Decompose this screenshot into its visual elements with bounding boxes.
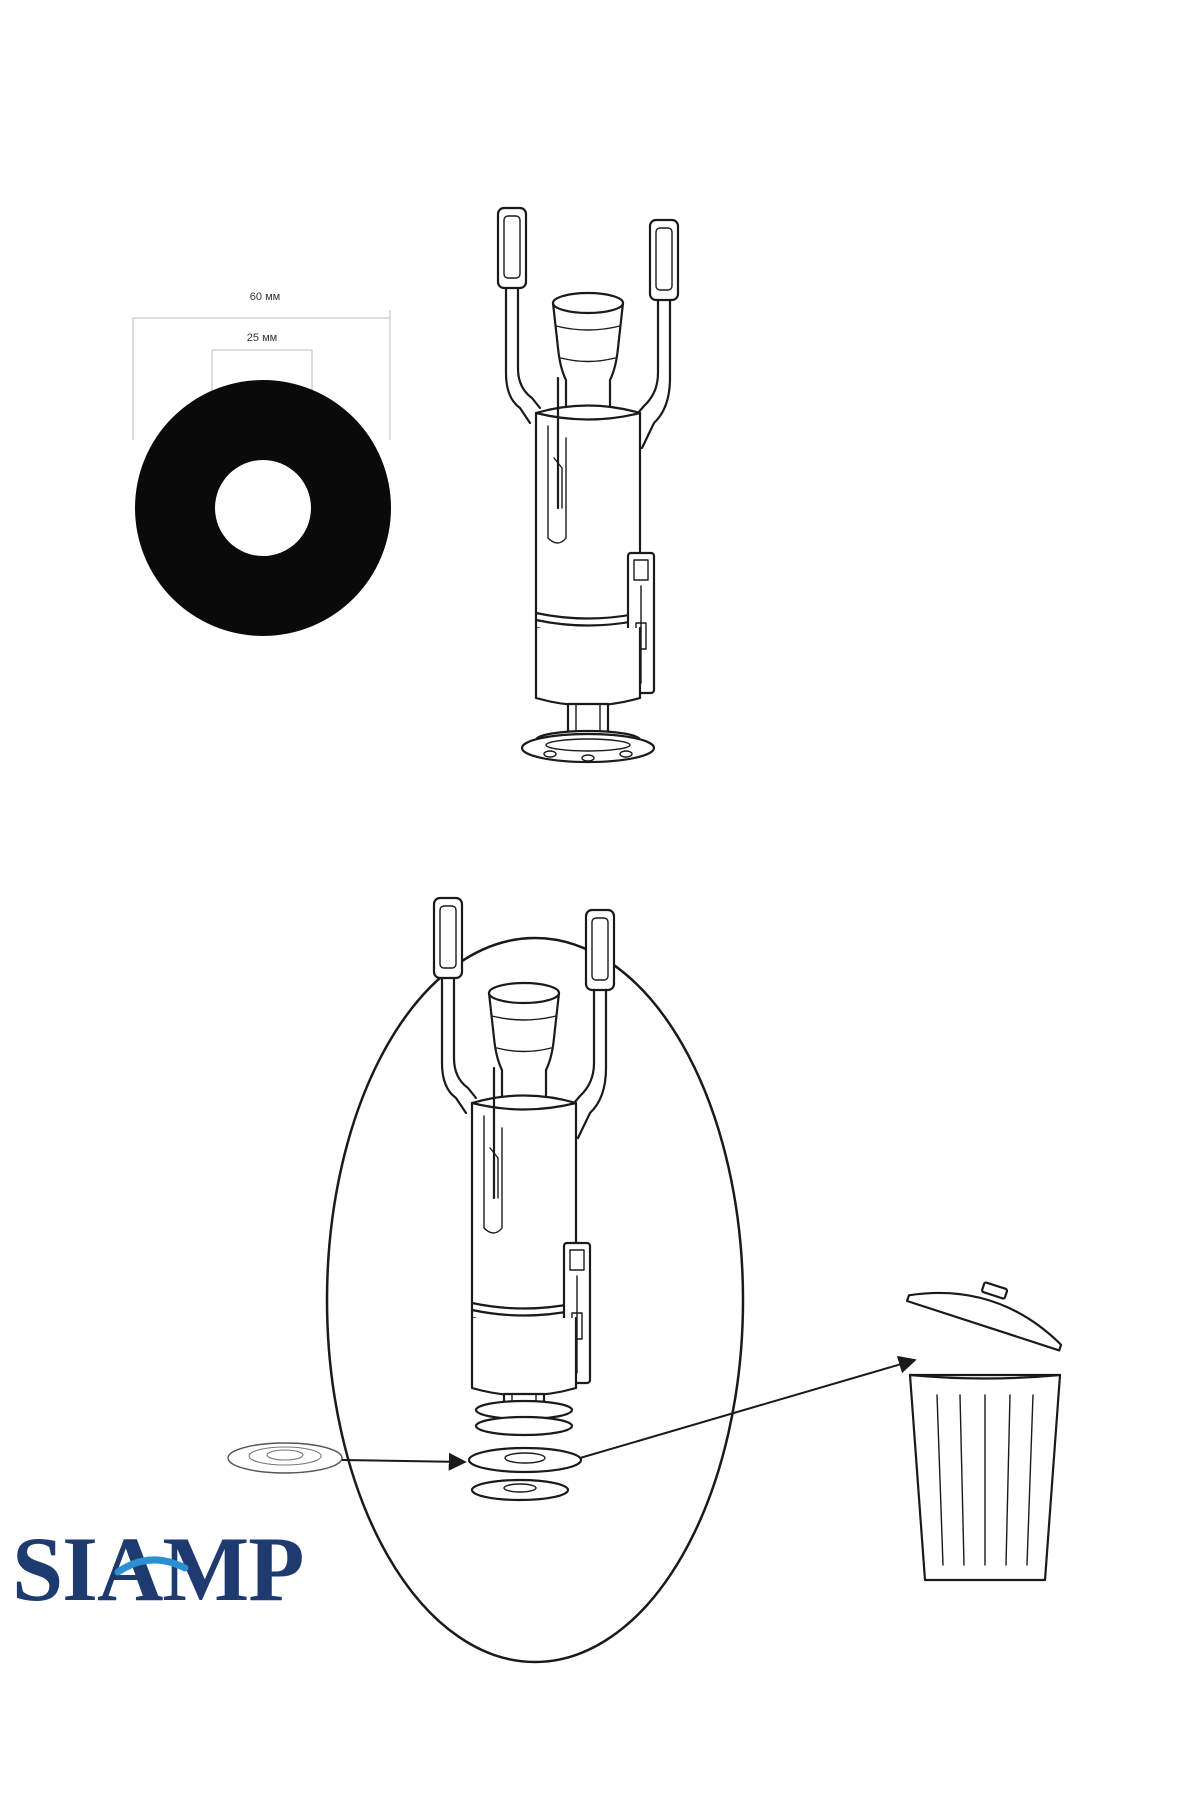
- siamp-logo: SIAMP: [12, 1518, 304, 1620]
- arrow-icon: [579, 1355, 917, 1459]
- old-seal: [467, 1446, 583, 1502]
- washer-ring: [135, 380, 391, 636]
- inner-dimension-label: 25 мм: [247, 332, 277, 344]
- washer-dimension-drawing: 60 мм 25 мм: [132, 291, 391, 636]
- arrow-icon: [341, 1452, 467, 1471]
- seal-replacement-drawing: [227, 896, 1063, 1664]
- trash-bin-icon: [905, 1281, 1063, 1582]
- flush-valve-drawing-circled: [432, 896, 616, 1437]
- flush-valve-drawing: [496, 206, 680, 764]
- new-washer: [227, 1442, 343, 1474]
- highlight-ellipse: [325, 936, 745, 1664]
- outer-dimension-label: 60 мм: [250, 291, 280, 303]
- logo-text: SIAMP: [12, 1518, 303, 1620]
- logo-wave-accent: [114, 1556, 189, 1576]
